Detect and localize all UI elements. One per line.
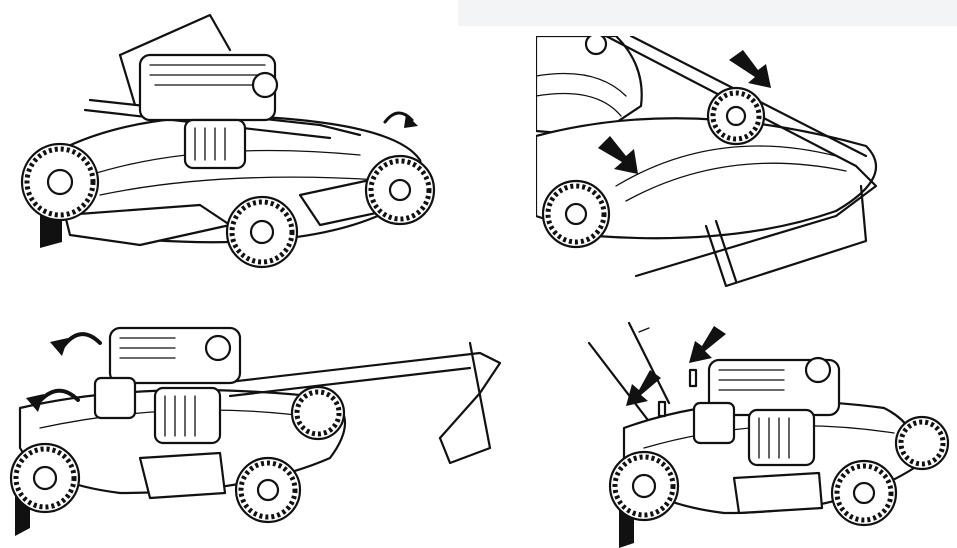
rotate-arrow-icon: [50, 332, 102, 356]
bolt: [688, 368, 698, 388]
discharge-chute: [63, 203, 232, 247]
figure-handle-insert: [536, 36, 957, 298]
far-wheel: [290, 385, 346, 441]
top-bar: [458, 0, 957, 26]
handle-bar: [218, 351, 502, 440]
mower-illustration-2: [536, 36, 878, 288]
air-filter: [93, 376, 137, 420]
handle-bar: [627, 321, 671, 405]
push-arrow-icon: [689, 326, 726, 363]
engine-block: [153, 386, 222, 445]
discharge-chute: [138, 451, 227, 500]
figure-mower-side: [0, 318, 510, 546]
discharge-chute: [732, 471, 824, 515]
figure-handle-attach: [584, 318, 957, 548]
handle-bar: [118, 13, 232, 57]
fuel-cap: [204, 334, 232, 362]
mower-illustration-3: [9, 326, 502, 536]
engine-block: [747, 408, 816, 467]
rotate-arrow-icon: [26, 388, 80, 412]
fuel-cap: [804, 356, 832, 384]
figure-mower-rotate-knob: [0, 10, 470, 275]
push-arrow-icon: [598, 136, 638, 174]
air-filter: [692, 401, 736, 445]
bolt: [657, 400, 667, 418]
push-arrow-icon: [626, 370, 661, 406]
mower-illustration-1: [20, 13, 436, 269]
push-arrow-icon: [729, 50, 771, 88]
handle-bar: [604, 36, 878, 278]
fuel-cap: [251, 71, 279, 99]
rotate-arrow-icon: [383, 111, 418, 128]
far-wheel: [894, 415, 950, 471]
mower-illustration-4: [587, 321, 950, 548]
